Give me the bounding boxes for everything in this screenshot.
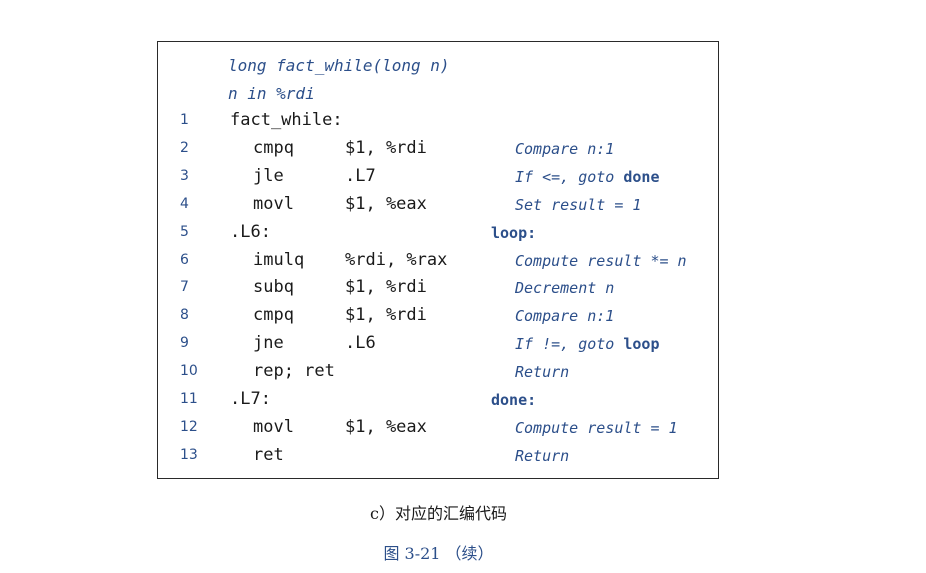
code-line: 3 jle .L7 If <=, goto done	[158, 166, 718, 190]
line-number: 3	[180, 167, 189, 184]
instruction: cmpq	[253, 137, 294, 158]
code-comment: Decrement n	[515, 279, 614, 297]
instruction: movl	[253, 416, 294, 437]
code-line: 9 jne .L6 If !=, goto loop	[158, 333, 718, 357]
operand: .L6	[345, 333, 376, 354]
line-number: 13	[180, 446, 198, 463]
code-comment: If !=, goto loop	[515, 335, 660, 353]
code-comment: If <=, goto done	[515, 168, 660, 186]
instruction: jne	[253, 333, 284, 354]
line-number: 1	[180, 112, 189, 128]
operand: $1, %rdi	[345, 277, 427, 298]
instruction: ret	[253, 444, 284, 465]
code-label: .L7:	[230, 389, 271, 409]
code-label: fact_while:	[230, 110, 343, 130]
comment-text: Compute result = 1	[515, 418, 678, 437]
instruction: subq	[253, 277, 294, 298]
operand: $1, %eax	[345, 416, 427, 437]
instruction: jle	[253, 165, 284, 186]
line-number: 5	[180, 223, 189, 240]
code-line: 2 cmpq $1, %rdi Compare n:1	[158, 138, 718, 162]
code-comment: Set result = 1	[515, 196, 641, 214]
label-keyword: loop:	[491, 223, 537, 242]
comment-text: Set result = 1	[515, 195, 642, 214]
code-comment: Compare n:1	[515, 307, 614, 325]
comment-text: Compare n:1	[515, 139, 615, 158]
line-number: 7	[180, 279, 189, 296]
code-line: 6 imulq %rdi, %rax Compute result *= n	[158, 250, 718, 274]
line-number: 4	[180, 195, 189, 212]
comment-text: Compute result *= n	[515, 251, 687, 270]
code-comment: Compute result *= n	[515, 252, 687, 270]
comment-text: Return	[515, 446, 570, 465]
comment-text: Return	[515, 363, 570, 382]
code-line: 8 cmpq $1, %rdi Compare n:1	[158, 305, 718, 329]
operand: $1, %rdi	[345, 305, 427, 326]
code-line: 7 subq $1, %rdi Decrement n	[158, 277, 718, 301]
code-line: 4 movl $1, %eax Set result = 1	[158, 194, 718, 218]
line-number: 11	[180, 391, 198, 407]
line-number: 10	[180, 363, 198, 380]
figure-caption: 图 3-21 （续）	[383, 544, 494, 563]
operand: $1, %eax	[345, 193, 427, 214]
comment-keyword: loop	[623, 335, 660, 354]
code-line: 13 ret Return	[158, 445, 718, 469]
parameter-note: n in %rdi	[228, 84, 315, 103]
code-line: 1 fact_while:	[158, 110, 718, 134]
code-comment: Compare n:1	[515, 140, 614, 158]
instruction: imulq	[253, 249, 305, 270]
comment-text: If !=, goto	[515, 335, 624, 354]
instruction: movl	[253, 193, 294, 214]
listing-subtitle: c）对应的汇编代码	[370, 504, 507, 523]
comment-text: If <=, goto	[515, 167, 624, 186]
comment-text: Decrement n	[515, 279, 615, 298]
operand: %rdi, %rax	[345, 249, 448, 270]
label-comment: loop:	[491, 224, 536, 242]
code-comment: Return	[515, 363, 569, 381]
code-label: .L6:	[230, 221, 271, 242]
line-number: 9	[180, 335, 189, 352]
code-line: 12 movl $1, %eax Compute result = 1	[158, 417, 718, 441]
code-line: 5 .L6: loop:	[158, 222, 718, 246]
comment-text: Compare n:1	[515, 307, 615, 326]
function-signature: long fact_while(long n)	[228, 56, 450, 75]
operand: .L7	[345, 165, 376, 186]
instruction: cmpq	[253, 305, 294, 326]
line-number: 2	[180, 139, 189, 156]
code-comment: Return	[515, 447, 569, 465]
label-keyword: done:	[491, 391, 537, 409]
line-number: 12	[180, 418, 198, 435]
code-line: 10 rep; ret Return	[158, 361, 718, 385]
code-line: 11 .L7: done:	[158, 389, 718, 413]
label-comment: done:	[491, 391, 536, 409]
line-number: 6	[180, 251, 189, 268]
line-number: 8	[180, 307, 189, 324]
code-listing-box: long fact_while(long n) n in %rdi 1 fact_…	[157, 41, 719, 479]
operand: $1, %rdi	[345, 137, 427, 158]
instruction: rep; ret	[253, 361, 335, 382]
code-comment: Compute result = 1	[515, 419, 678, 437]
comment-keyword: done	[623, 167, 660, 186]
